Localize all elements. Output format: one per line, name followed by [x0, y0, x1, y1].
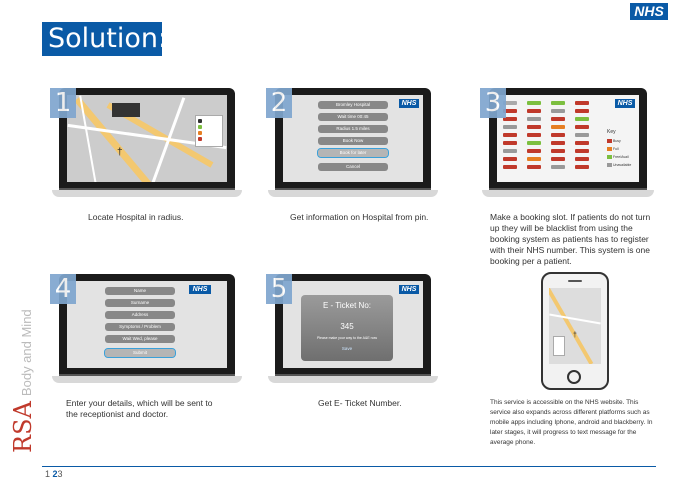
menu-hospital-name: Bromley Hospital — [318, 101, 388, 109]
page-2[interactable]: 2 — [52, 469, 58, 479]
book-later-button[interactable]: Book for later — [317, 148, 389, 158]
menu-radius: Radius 1.5 miles — [318, 125, 388, 133]
surname-field[interactable]: Surname — [105, 299, 175, 307]
home-button[interactable] — [567, 370, 581, 384]
nhs-logo-screen: NHS — [399, 99, 419, 108]
step-4-caption: Enter your details, which will be sent t… — [66, 398, 213, 419]
key-unavailable: Unavailable — [612, 163, 632, 168]
step-number-2: 2 — [266, 88, 292, 118]
step-number-5: 5 — [266, 274, 292, 304]
key-free: Free/Avail — [612, 155, 629, 160]
step-3-caption: Make a booking slot. If patients do not … — [490, 212, 651, 266]
nhs-logo-screen-4: NHS — [189, 285, 211, 294]
laptop-step-3: NHS Key Busy Full Free/Avail Unavailable… — [480, 88, 654, 198]
mobile-map-screen[interactable]: † — [549, 288, 601, 364]
mobile-phone: † — [541, 272, 609, 390]
mobile-pin-icon: † — [573, 332, 577, 339]
page-3[interactable]: 3 — [57, 469, 63, 479]
ticket-number: 345 — [340, 322, 354, 331]
symptoms-field[interactable]: Symptoms / Problem — [105, 323, 175, 331]
step-5-caption: Get E- Ticket Number. — [318, 398, 402, 408]
ticket-heading: E - Ticket No: — [322, 301, 371, 310]
page-1[interactable]: 1 — [45, 469, 51, 479]
cancel-button[interactable]: Cancel — [318, 163, 388, 171]
laptop-step-1: † 1 — [50, 88, 242, 198]
nhs-logo: NHS — [630, 3, 668, 20]
ticket-message: Please make your way to the A&E now — [316, 336, 378, 340]
laptop-step-5: NHS E - Ticket No: 345 Please make your … — [266, 274, 438, 384]
pager: 1 23 — [45, 469, 63, 479]
name-field[interactable]: Name — [105, 287, 175, 295]
map-screen[interactable]: † — [67, 95, 227, 182]
pin-icon[interactable]: † — [117, 147, 123, 158]
org-tagline: Body and Mind — [19, 309, 34, 397]
menu-wait-time: Wait time 00:45 — [318, 113, 388, 121]
nhs-logo-screen-3: NHS — [615, 99, 635, 108]
key-panel: Key Busy Full Free/Avail Unavailable — [607, 129, 637, 168]
step-number-4: 4 — [50, 274, 76, 304]
info-popup — [112, 103, 140, 117]
laptop-step-4: NHS Name Surname Address Symptoms / Prob… — [50, 274, 242, 384]
step-number-3: 3 — [480, 88, 506, 118]
save-button[interactable]: Save — [341, 346, 353, 351]
wait-field[interactable]: Wait Wed, please — [105, 335, 175, 343]
step-1-caption: Locate Hospital in radius. — [88, 212, 184, 222]
key-full: Full — [612, 147, 619, 152]
ticket-card: E - Ticket No: 345 Please make your way … — [301, 295, 393, 361]
laptop-step-2: NHS Bromley Hospital Wait time 00:45 Rad… — [266, 88, 438, 198]
footer-divider — [42, 466, 656, 467]
step-2-caption: Get information on Hospital from pin. — [290, 212, 429, 222]
page-title: Solution: — [42, 22, 167, 56]
mobile-caption: This service is accessible on the NHS we… — [490, 399, 653, 446]
nhs-logo-screen-5: NHS — [399, 285, 419, 294]
org-name: RSA — [9, 401, 37, 453]
key-busy: Busy — [612, 139, 621, 143]
booking-grid[interactable] — [501, 99, 601, 177]
step-number-1: 1 — [50, 88, 76, 118]
key-title: Key — [607, 129, 616, 135]
book-now-button[interactable]: Book Now — [318, 137, 388, 145]
submit-button[interactable]: Submit — [104, 348, 176, 358]
side-branding: RSA Body and Mind — [9, 303, 37, 453]
address-field[interactable]: Address — [105, 311, 175, 319]
